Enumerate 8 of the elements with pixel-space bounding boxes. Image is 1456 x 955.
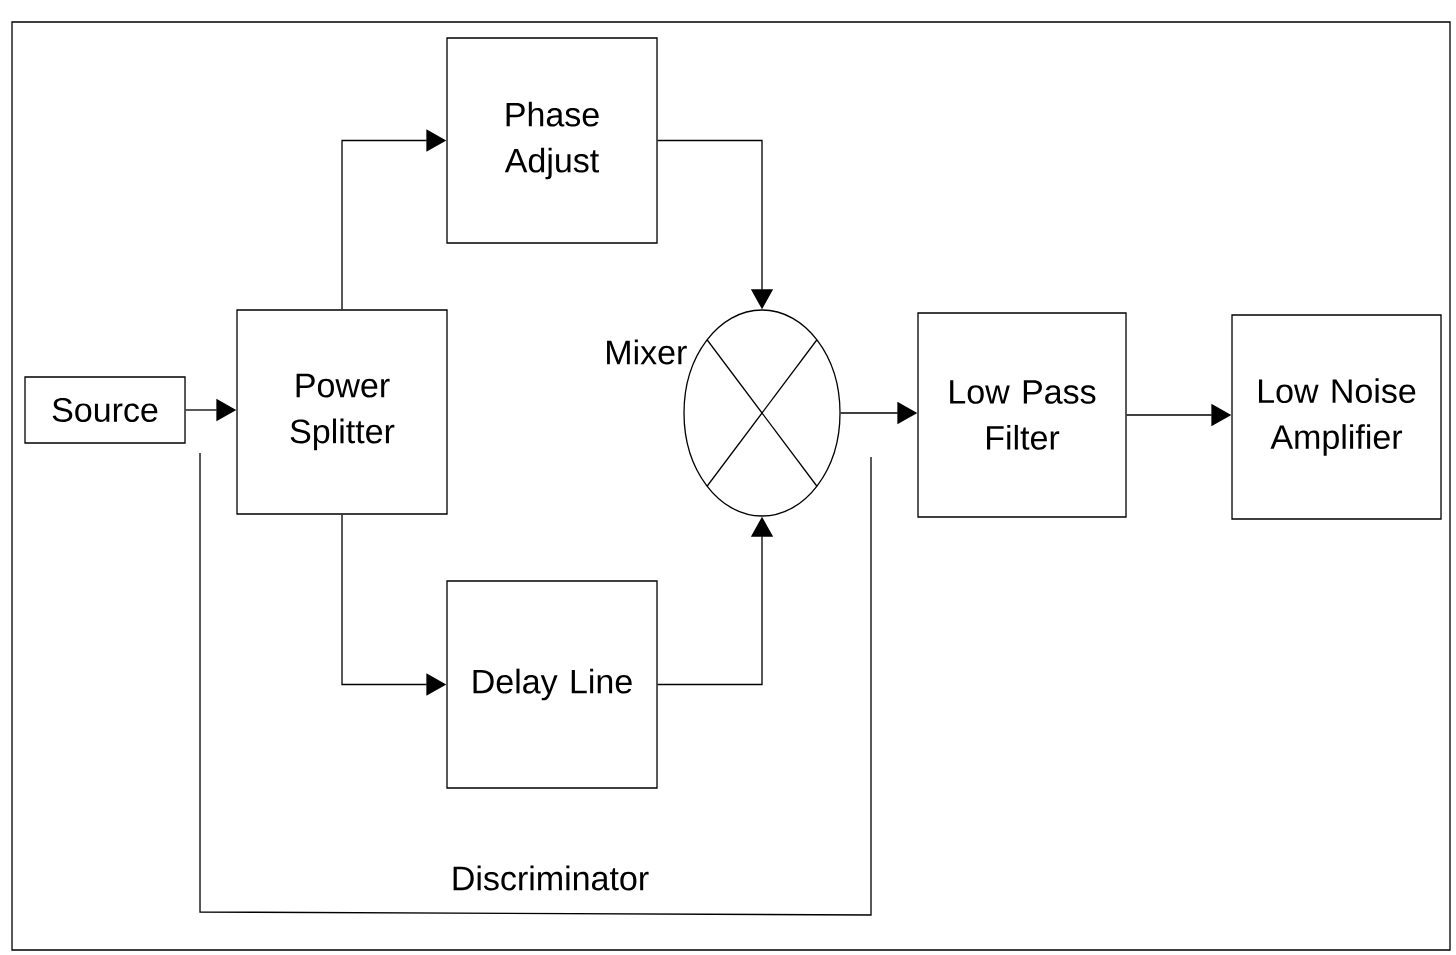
process-box: Source	[24, 376, 186, 444]
group-label: Discriminator	[453, 865, 649, 891]
process-box: Power Splitter	[236, 309, 448, 515]
node-label: Mixer	[607, 339, 687, 365]
process-box: Phase Adjust	[446, 37, 658, 244]
process-box: Low Pass Filter	[917, 312, 1127, 518]
process-box: Delay Line	[446, 580, 658, 789]
process-box: Low Noise Amplifier	[1231, 314, 1442, 520]
